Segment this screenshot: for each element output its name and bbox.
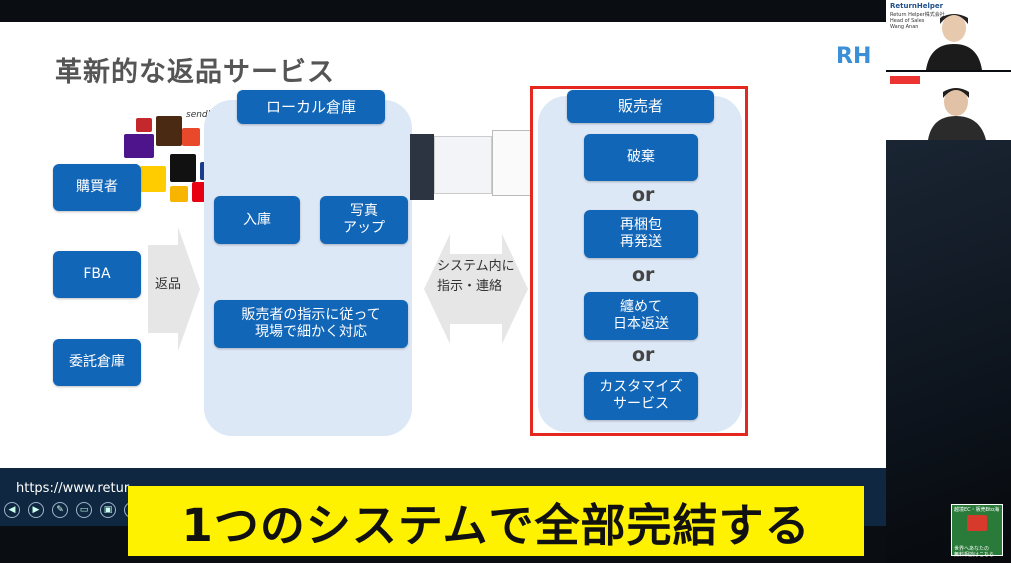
system-arrow xyxy=(424,234,528,344)
ups-logo xyxy=(156,116,182,146)
participant-1-company: ReturnHelper xyxy=(890,2,944,10)
orange-logo xyxy=(182,128,200,146)
photo-upload-box: 写真 アップ xyxy=(320,196,408,244)
or-label-3: or xyxy=(632,344,655,366)
participant-1-line1: Return Helper株式会社 xyxy=(890,12,945,18)
participant-1-avatar xyxy=(926,14,982,70)
participant-2-badge xyxy=(890,76,920,84)
participant-video-1[interactable]: ReturnHelper Return Helper株式会社 Head of S… xyxy=(886,0,1011,70)
repack-reship-box: 再梱包 再発送 xyxy=(584,210,698,258)
caption-banner: 1つのシステムで全部完結する xyxy=(128,486,864,556)
custom-service-box: カスタマイズ サービス xyxy=(584,372,698,420)
pen-icon[interactable]: ✎ xyxy=(52,502,68,518)
black-logo xyxy=(170,154,196,182)
footer-url: https://www.retur xyxy=(16,481,130,496)
return-label: 返品 xyxy=(155,277,182,292)
returnhelper-logo: RH xyxy=(836,44,872,69)
banner-bottom-text: 無料相談はこちら xyxy=(954,552,995,558)
sendle-logo: sendle xyxy=(186,110,216,120)
fedex-logo xyxy=(124,134,154,158)
yellow-logo xyxy=(170,186,188,202)
background-scene xyxy=(886,140,1011,563)
consolidate-japan-return-box: 纏めて 日本返送 xyxy=(584,292,698,340)
participant-2-avatar xyxy=(928,88,986,140)
fba-box: FBA xyxy=(53,251,141,298)
system-label: システム内に 指示・連絡 xyxy=(437,259,515,294)
seller-highlight-frame xyxy=(530,86,748,436)
instruction-box: 販売者の指示に従って 現場で細かく対応 xyxy=(214,300,408,348)
prev-slide-icon[interactable]: ◀ xyxy=(4,502,20,518)
participant-video-2[interactable] xyxy=(886,72,1011,140)
banner-mid-text: 世界へあなたの xyxy=(954,546,990,552)
dispose-box: 破棄 xyxy=(584,134,698,181)
caption-text: 1つのシステムで全部完結する xyxy=(181,498,811,552)
inbound-box: 入庫 xyxy=(214,196,300,244)
buyer-box: 購買者 xyxy=(53,164,141,211)
dhl-logo xyxy=(140,166,166,192)
system-screenshot xyxy=(410,130,532,202)
presentation-slide: 革新的な返品サービス RH sendle 購買者 FBA 委託倉庫 返品 ローカ… xyxy=(0,22,886,468)
screenshot-dark-panel xyxy=(410,134,434,200)
consignment-warehouse-box: 委託倉庫 xyxy=(53,339,141,386)
banner-top-text: 越境EC・販売Bto海 xyxy=(954,507,1000,513)
return-arrow xyxy=(148,227,200,351)
seller-header: 販売者 xyxy=(567,90,714,123)
banner-icon xyxy=(967,515,987,531)
participant-1-line2: Head of Sales xyxy=(890,18,925,24)
slide-title: 革新的な返品サービス xyxy=(55,57,335,88)
warehouse-panel xyxy=(204,100,412,436)
grid-icon[interactable]: ▣ xyxy=(100,502,116,518)
warehouse-header: ローカル倉庫 xyxy=(237,90,385,124)
screenshot-list xyxy=(434,136,492,194)
screenshot-label xyxy=(492,130,532,196)
or-label-1: or xyxy=(632,184,655,206)
promo-banner[interactable]: 越境EC・販売Bto海 世界へあなたの 無料相談はこちら xyxy=(951,504,1003,558)
red-logo xyxy=(136,118,152,132)
or-label-2: or xyxy=(632,264,655,286)
participant-1-line3: Wang Anan xyxy=(890,24,919,30)
next-slide-icon[interactable]: ▶ xyxy=(28,502,44,518)
slides-icon[interactable]: ▭ xyxy=(76,502,92,518)
